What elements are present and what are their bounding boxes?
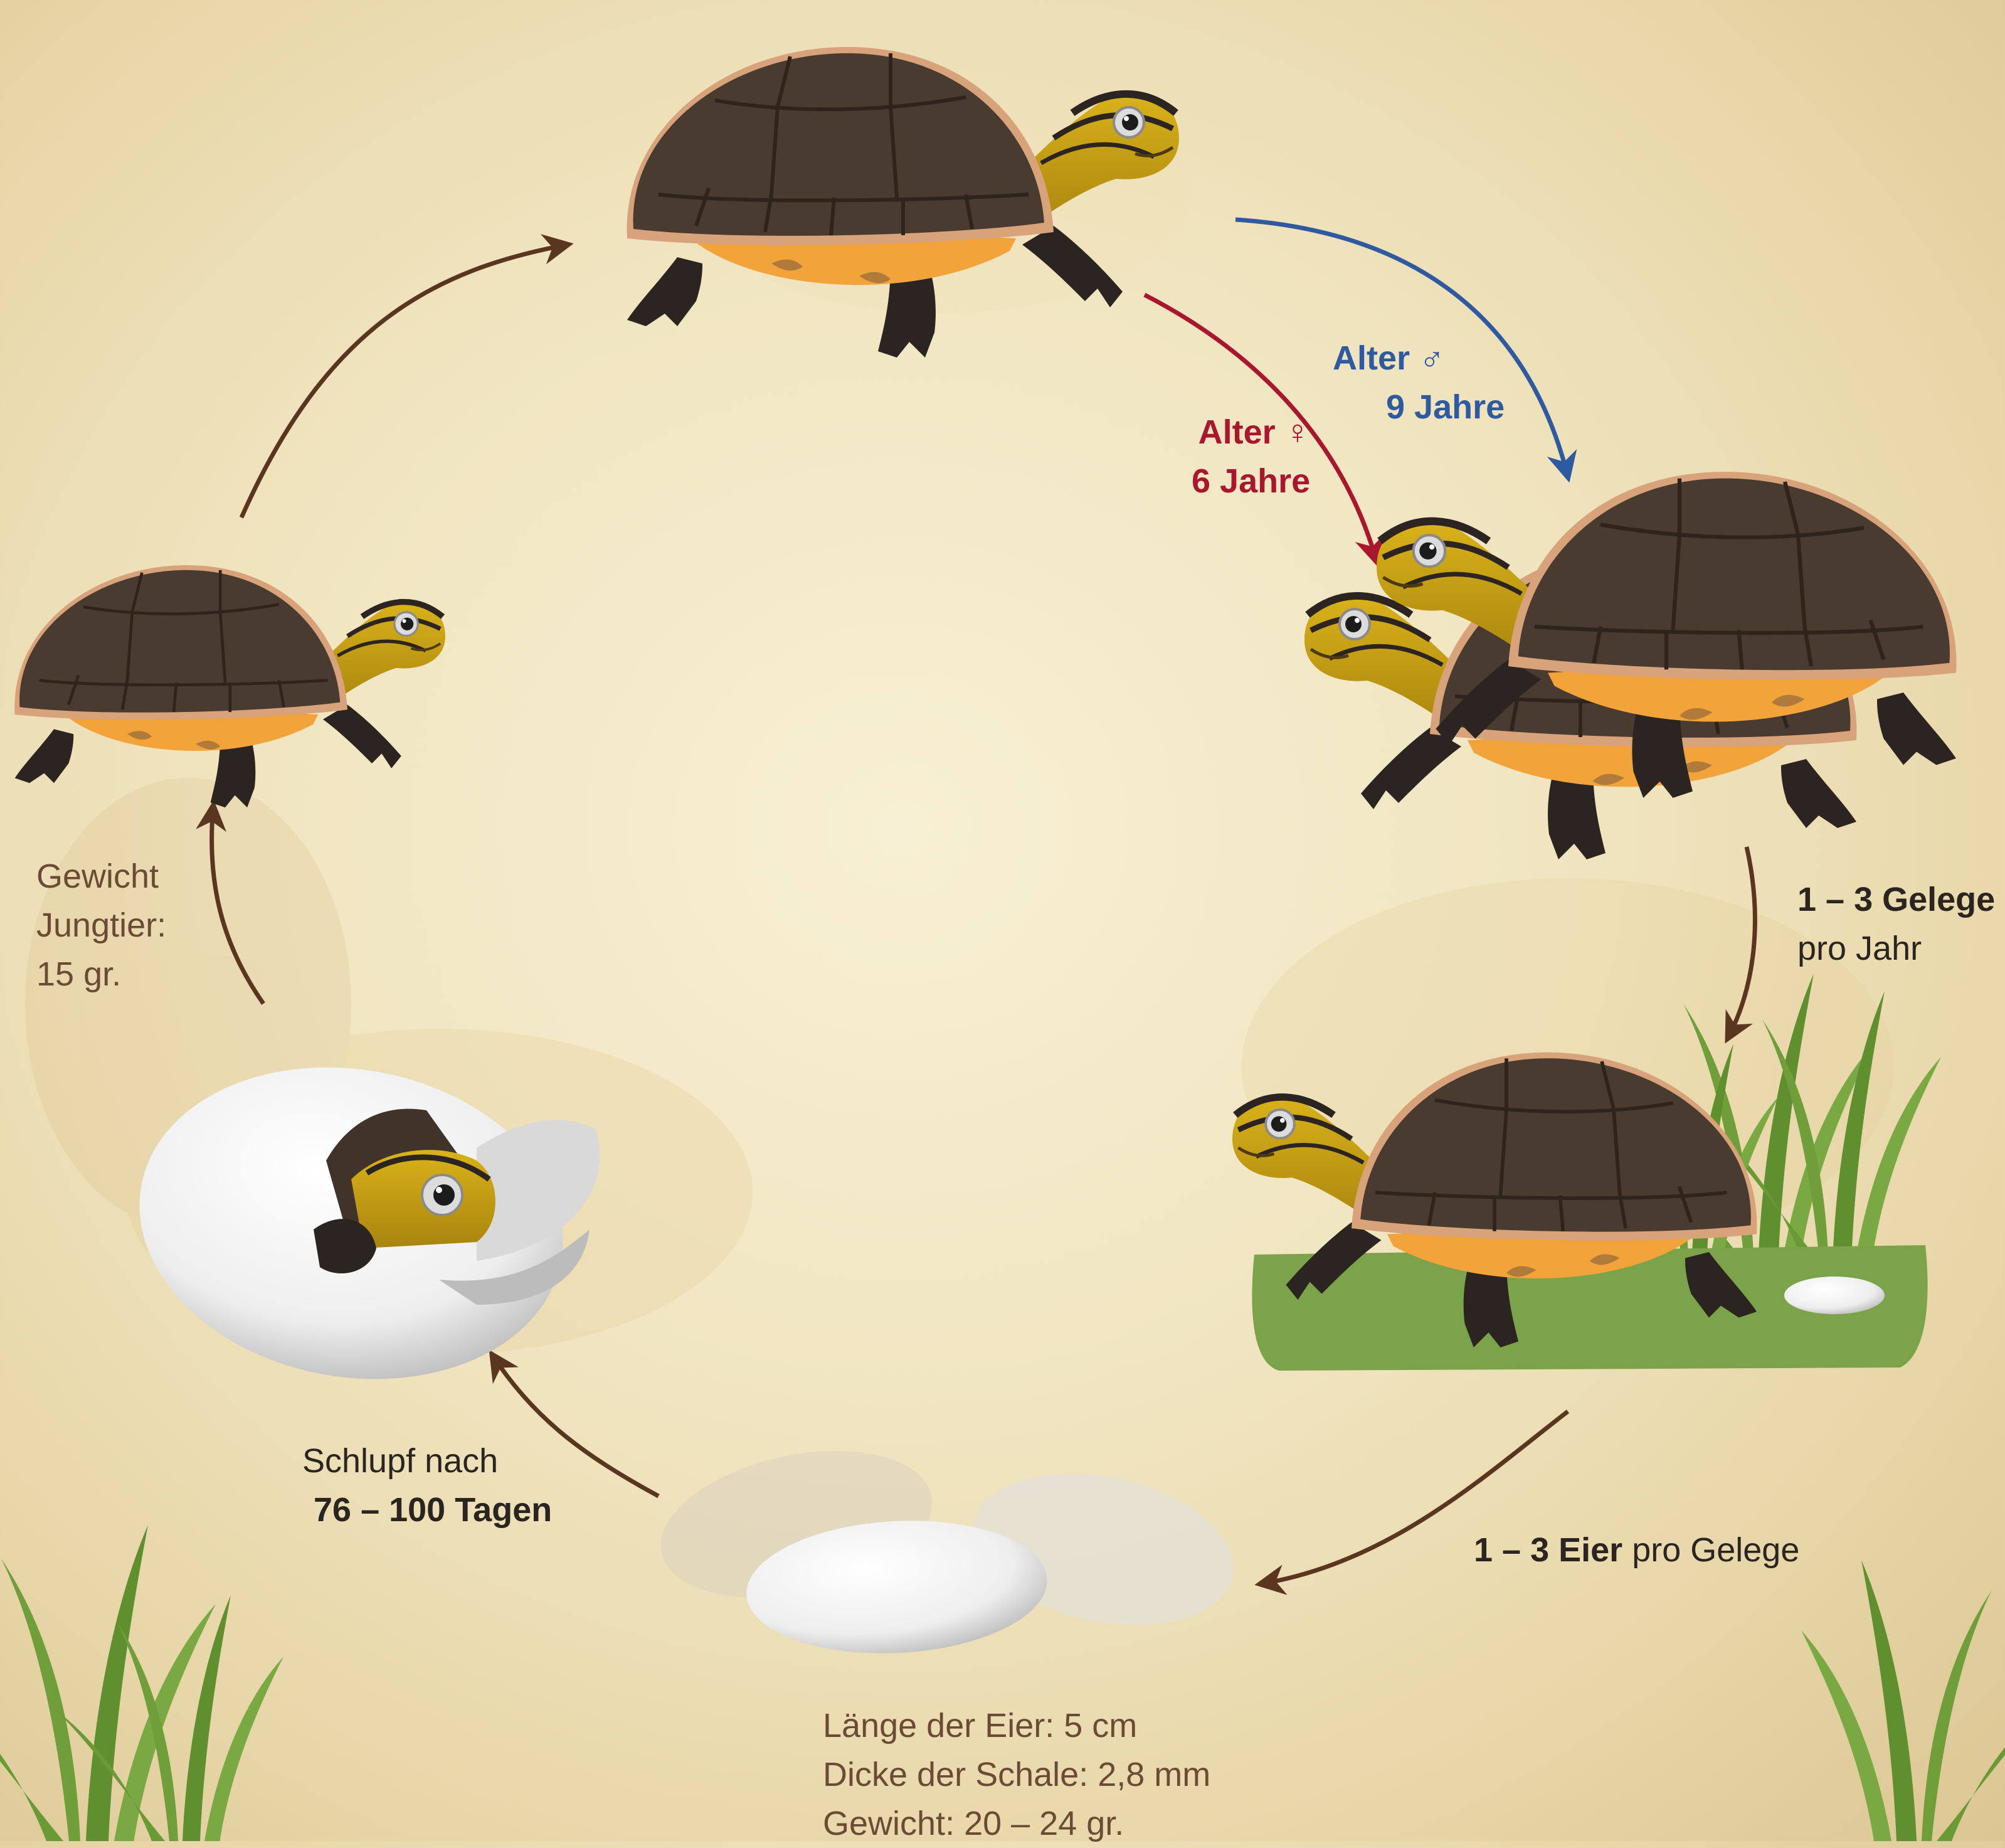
arrow-juvenile-to-adult bbox=[241, 245, 568, 518]
male-age-label: Alter ♂ 9 Jahre bbox=[1333, 334, 1505, 432]
mating-turtles-icon bbox=[1304, 472, 1956, 859]
eggs-per-clutch-label: 1 – 3 Eier pro Gelege bbox=[1474, 1526, 1799, 1575]
hatching-time-label: Schlupf nach 76 – 100 Tagen bbox=[302, 1436, 552, 1534]
eggs-icon bbox=[647, 1428, 1247, 1661]
egg-info-label: Länge der Eier: 5 cm Dicke der Schale: 2… bbox=[823, 1701, 1210, 1848]
laid-egg-icon bbox=[1784, 1277, 1885, 1314]
clutches-per-year-label: 1 – 3 Gelege pro Jahr bbox=[1797, 875, 1995, 973]
juvenile-turtle-icon bbox=[14, 565, 445, 807]
juvenile-weight-label: Gewicht Jungtier: 15 gr. bbox=[36, 852, 166, 999]
female-age-label: Alter ♀ 6 Jahre bbox=[1157, 408, 1310, 506]
